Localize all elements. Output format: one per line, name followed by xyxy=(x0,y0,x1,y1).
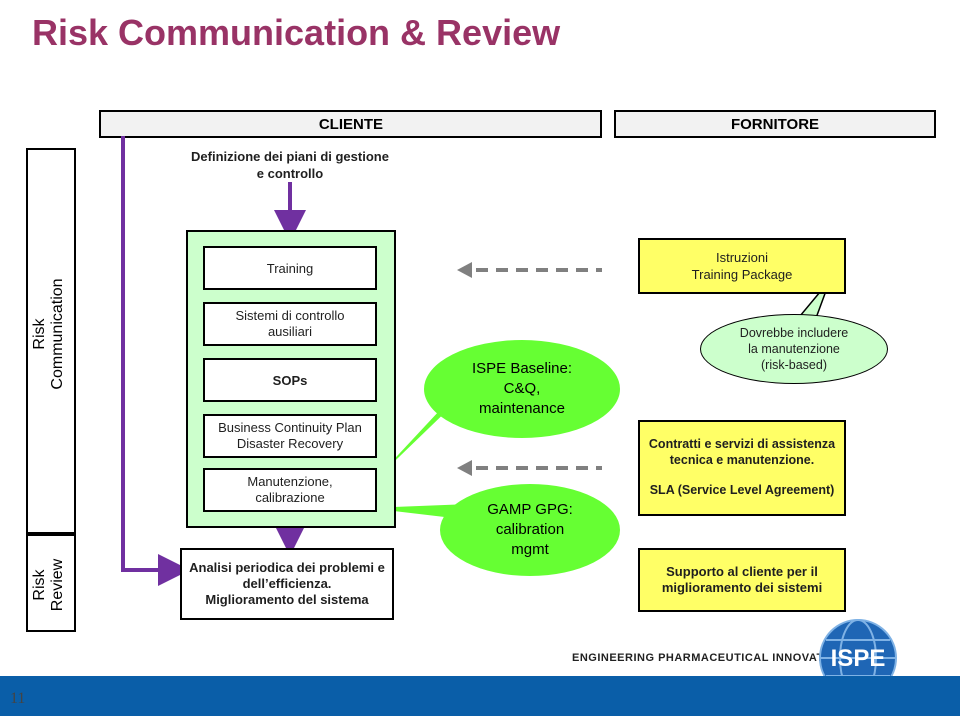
sops-box: SOPs xyxy=(203,358,377,402)
supporto-line1: Supporto al cliente per il xyxy=(666,564,818,579)
bcp-line1: Business Continuity Plan xyxy=(218,420,362,435)
sla-label: SLA (Service Level Agreement) xyxy=(649,483,835,497)
header-cliente-label: CLIENTE xyxy=(318,115,383,133)
manutenzione-line2: calibrazione xyxy=(255,490,325,505)
header-fornitore-label: FORNITORE xyxy=(730,115,820,133)
definizione-line1: Definizione dei piani di gestione xyxy=(191,149,389,164)
business-continuity-box: Business Continuity Plan Disaster Recove… xyxy=(203,414,377,458)
side-label-risk-communication: Risk Communication xyxy=(26,148,76,534)
ispe-line3: maintenance xyxy=(479,400,565,417)
analisi-line2: dell’efficienza. xyxy=(242,576,332,591)
analisi-line3: Miglioramento del sistema xyxy=(205,592,369,607)
manutenzione-callout: Dovrebbe includere la manutenzione (risk… xyxy=(700,314,888,384)
sistemi-line2: ausiliari xyxy=(267,324,313,339)
dashed-arrow-top-head xyxy=(457,262,472,278)
gamp-gpg-ellipse: GAMP GPG: calibration mgmt xyxy=(440,484,620,576)
training-box: Training xyxy=(203,246,377,290)
callout-line3: (risk-based) xyxy=(761,358,827,372)
training-label: Training xyxy=(266,260,314,276)
callout-line2: la manutenzione xyxy=(748,342,840,356)
header-fornitore: FORNITORE xyxy=(614,110,936,138)
istruzioni-line2: Training Package xyxy=(691,267,793,282)
ispe-line2: C&Q, xyxy=(503,380,541,397)
analisi-periodica-box: Analisi periodica dei problemi e dell’ef… xyxy=(180,548,394,620)
istruzioni-line1: Istruzioni xyxy=(715,250,769,265)
ispe-baseline-ellipse: ISPE Baseline: C&Q, maintenance xyxy=(424,340,620,438)
definizione-text: Definizione dei piani di gestione e cont… xyxy=(170,148,410,182)
bcp-line2: Disaster Recovery xyxy=(236,436,344,451)
contratti-line1: Contratti e servizi di assistenza xyxy=(648,437,836,451)
gamp-line3: mgmt xyxy=(511,541,549,558)
header-cliente: CLIENTE xyxy=(99,110,602,138)
callout-line1: Dovrebbe includere xyxy=(739,326,849,340)
page-number: 11 xyxy=(10,690,26,707)
analisi-line1: Analisi periodica dei problemi e xyxy=(189,560,385,575)
manutenzione-line1: Manutenzione, xyxy=(247,474,333,489)
contratti-line2: tecnica e manutenzione. xyxy=(669,453,815,467)
gamp-line1: GAMP GPG: xyxy=(487,501,573,518)
sistemi-line1: Sistemi di controllo xyxy=(235,308,345,323)
sistemi-controllo-box: Sistemi di controllo ausiliari xyxy=(203,302,377,346)
footer-bar xyxy=(0,676,960,716)
supporto-line2: miglioramento dei sistemi xyxy=(661,580,823,595)
footer-tagline: ENGINEERING PHARMACEUTICAL INNOVATION xyxy=(572,652,845,664)
contratti-sla-box: Contratti e servizi di assistenza tecnic… xyxy=(638,420,846,516)
ispe-logo-text: ISPE xyxy=(831,645,886,672)
page-title: Risk Communication & Review xyxy=(32,12,561,53)
manutenzione-box: Manutenzione, calibrazione xyxy=(203,468,377,512)
sops-label: SOPs xyxy=(272,372,308,388)
dashed-arrow-bottom-head xyxy=(457,460,472,476)
supporto-cliente-box: Supporto al cliente per il miglioramento… xyxy=(638,548,846,612)
gamp-line2: calibration xyxy=(495,521,565,538)
ispe-line1: ISPE Baseline: xyxy=(471,360,573,377)
definizione-line2: e controllo xyxy=(256,166,324,181)
side-label-risk-review: Risk Review xyxy=(26,534,76,632)
istruzioni-box: Istruzioni Training Package xyxy=(638,238,846,294)
left-feedback-line xyxy=(121,136,190,586)
